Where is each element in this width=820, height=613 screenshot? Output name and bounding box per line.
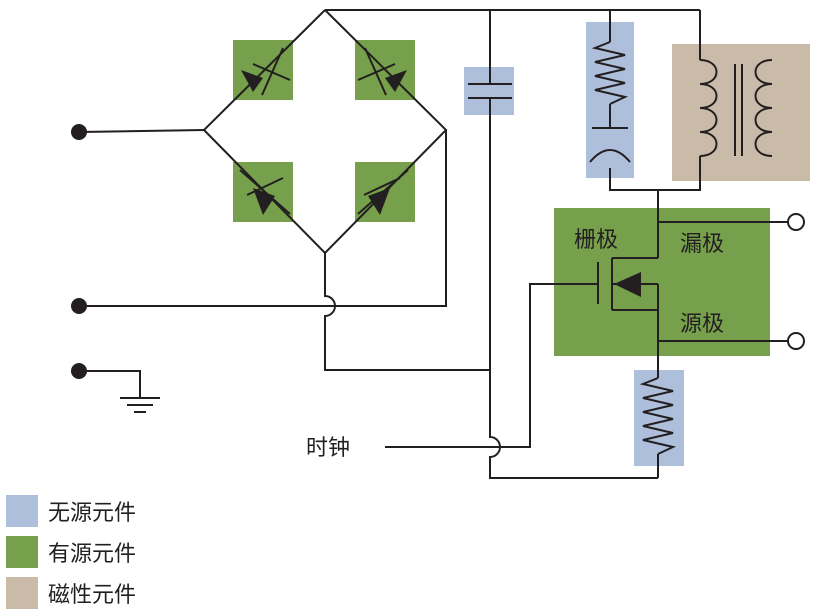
- legend-item-active: 有源元件: [6, 531, 136, 572]
- source-label: 源极: [680, 312, 724, 337]
- rc-snubber-box: [586, 22, 634, 178]
- input-wire-2: [79, 130, 447, 307]
- ground-icon: [120, 397, 160, 413]
- source-terminal[interactable]: [787, 332, 805, 350]
- gate-label: 栅极: [574, 228, 618, 253]
- clock-label: 时钟: [306, 436, 350, 461]
- legend-label-passive: 无源元件: [48, 500, 137, 526]
- legend-label-magnetic: 磁性元件: [48, 582, 137, 608]
- legend-item-passive: 无源元件: [6, 490, 136, 531]
- gate-wire: [385, 283, 598, 448]
- capacitor-bus: [489, 10, 658, 479]
- snubber-resistor-icon: [591, 41, 629, 105]
- diode-bottom-right: [357, 169, 409, 215]
- rc-snubber-wire: [609, 10, 658, 191]
- mosfet-box: [554, 208, 770, 356]
- drain-terminal[interactable]: [787, 213, 805, 231]
- legend: 无源元件 有源元件 磁性元件: [6, 490, 136, 613]
- capacitor-icon: [468, 83, 512, 99]
- legend-label-active: 有源元件: [48, 541, 137, 567]
- snubber-capacitor-icon: [589, 127, 631, 163]
- bridge-return-wire: [324, 253, 490, 371]
- ground-wire: [79, 370, 141, 398]
- transformer-secondary-coil: [754, 59, 773, 157]
- sense-resistor-icon: [639, 377, 677, 455]
- legend-item-magnetic: 磁性元件: [6, 572, 136, 613]
- diode-bottom-left: [239, 169, 291, 215]
- transformer-core-icon: [734, 64, 743, 156]
- diode-top-left: [241, 47, 291, 96]
- transformer-primary-coil: [699, 59, 718, 157]
- transformer-primary-wire: [657, 10, 701, 222]
- legend-swatch-passive: [6, 494, 38, 527]
- legend-swatch-magnetic: [6, 576, 38, 609]
- drain-label: 漏极: [680, 232, 724, 257]
- legend-swatch-active: [6, 535, 38, 568]
- input-wire-1: [78, 129, 205, 133]
- diode-top-right: [357, 47, 407, 96]
- sense-resistor-box: [634, 370, 684, 466]
